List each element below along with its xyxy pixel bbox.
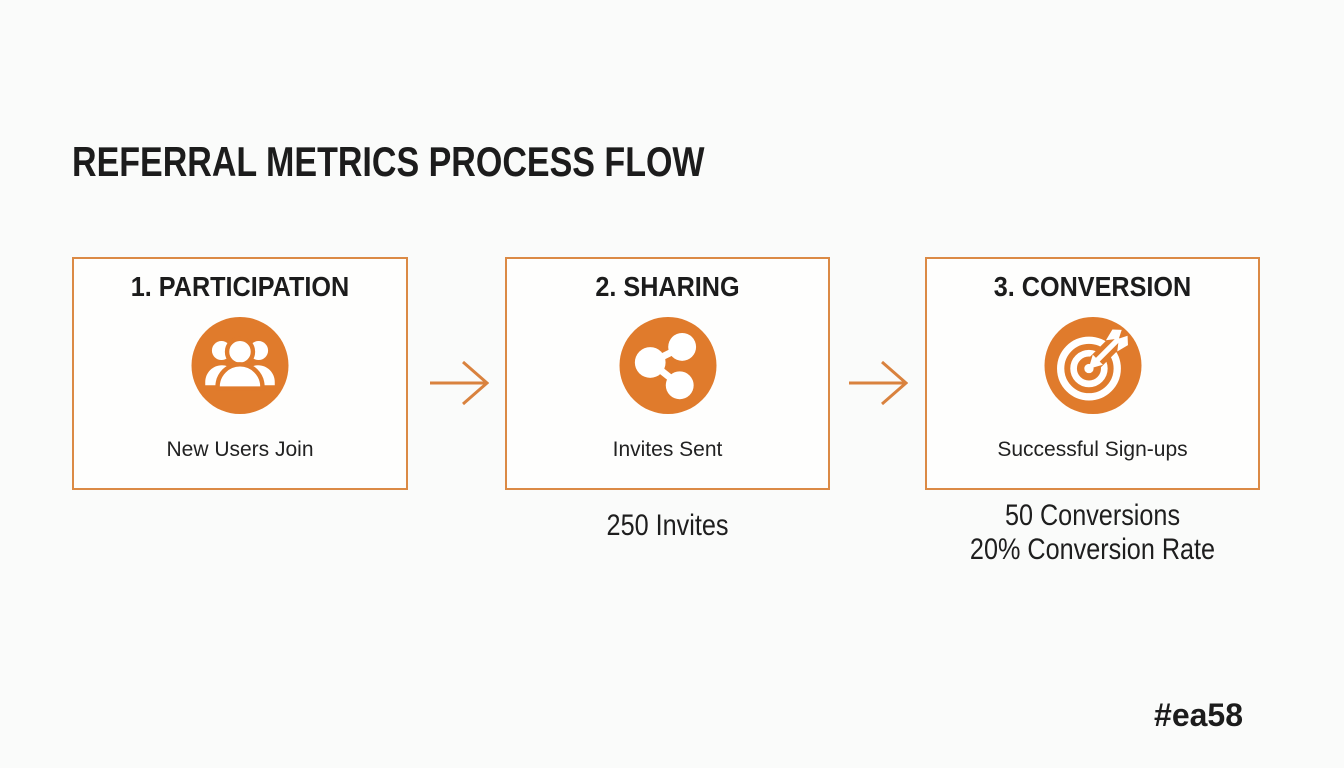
step-title: 2. SHARING [595,271,740,302]
share-icon [619,317,716,414]
color-code-label: #ea58 [1154,697,1243,733]
step-caption: New Users Join [166,438,314,461]
metric-conversion-rate: 20% Conversion Rate [969,533,1216,566]
step-title: 1. PARTICIPATION [130,271,350,302]
step-box-conversion: 3. CONVERSION Successful Sign-ups [925,257,1260,490]
step-caption: Invites Sent [612,438,723,461]
step-box-sharing: 2. SHARING Invites Sent [505,257,830,490]
target-bullseye-icon [1044,317,1141,414]
arrow-right-icon [848,360,909,406]
step-caption: Successful Sign-ups [997,438,1188,461]
step-box-participation: 1. PARTICIPATION New Users Join [72,257,408,490]
arrow-right-icon [429,360,490,406]
metric-conversions: 50 Conversions [1004,499,1181,532]
metric-invites: 250 Invites [606,509,729,542]
conversion-metrics: 50 Conversions 20% Conversion Rate [925,499,1260,567]
step-title: 3. CONVERSION [993,271,1192,302]
users-group-icon [191,317,289,414]
sharing-metrics: 250 Invites [505,509,830,543]
page-title: REFERRAL METRICS PROCESS FLOW [72,138,705,185]
